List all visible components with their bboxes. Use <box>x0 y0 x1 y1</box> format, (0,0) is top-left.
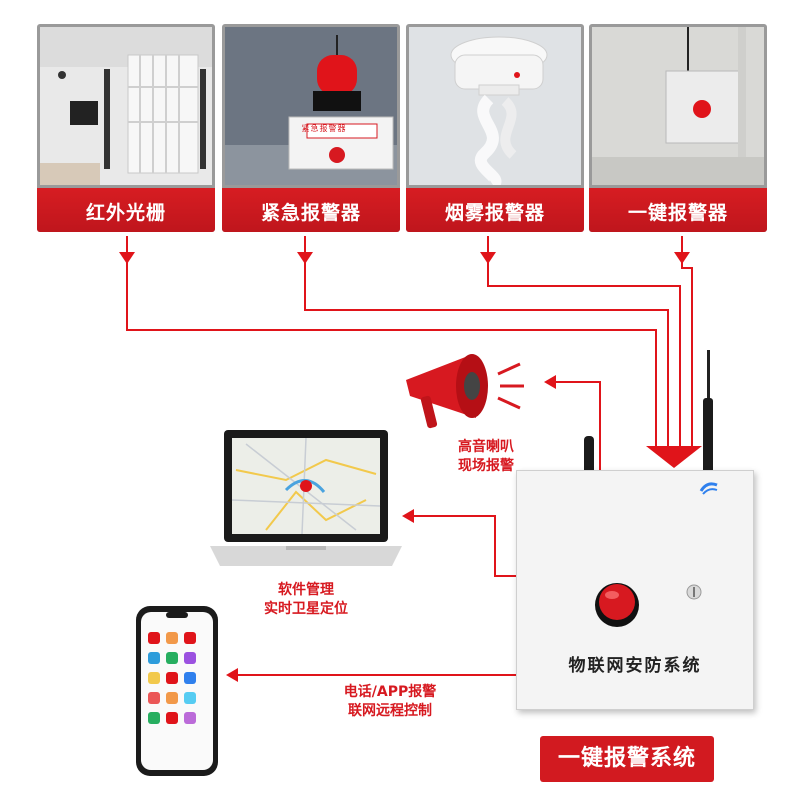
alarm-plate-text: 紧急报警器 <box>301 124 347 133</box>
sensor-panel-infrared-grating: 红外光栅 <box>37 24 215 232</box>
sensor-label: 烟雾报警器 <box>444 202 545 224</box>
sensor-label: 紧急报警器 <box>260 202 361 224</box>
smoke-alarm-photo <box>409 27 581 185</box>
one-key-alarm-photo <box>592 27 764 185</box>
phone-caption-line2: 联网远程控制 <box>348 703 432 719</box>
sensor-label-band: 红外光栅 <box>37 188 215 232</box>
megaphone-icon <box>406 354 524 429</box>
laptop-caption: 软件管理 实时卫星定位 <box>246 581 366 619</box>
alarm-button <box>595 583 639 627</box>
security-system-device: 物联网安防系统 <box>516 470 754 710</box>
sensor-panel-smoke-alarm: 烟雾报警器 <box>406 24 584 232</box>
laptop-caption-line2: 实时卫星定位 <box>264 601 348 617</box>
device-title: 物联网安防系统 <box>568 656 702 676</box>
emergency-alarm-photo <box>225 27 397 185</box>
sensor-label: 一键报警器 <box>627 202 728 224</box>
horn-caption: 高音喇叭 现场报警 <box>430 438 542 476</box>
infrared-grating-photo <box>40 27 212 185</box>
horn-caption-line1: 高音喇叭 <box>458 439 514 455</box>
sensor-label: 红外光栅 <box>85 202 166 224</box>
sensor-panel-one-key-alarm: 一键报警器 <box>589 24 767 232</box>
sensor-panel-emergency-alarm: 紧急报警器 紧急报警器 <box>222 24 400 232</box>
antenna-right-whip <box>707 350 710 440</box>
lock-icon <box>686 584 702 600</box>
antenna-left <box>584 436 594 474</box>
laptop-icon <box>210 430 402 566</box>
smartphone-icon <box>136 606 218 776</box>
phone-caption: 电话/APP报警 联网远程控制 <box>330 683 450 721</box>
sensor-label-band: 一键报警器 <box>589 188 767 232</box>
laptop-caption-line1: 软件管理 <box>278 582 334 598</box>
sensor-label-band: 烟雾报警器 <box>406 188 584 232</box>
phone-caption-line1: 电话/APP报警 <box>343 684 437 700</box>
antenna-right <box>703 398 713 474</box>
brand-logo-icon <box>699 482 718 495</box>
system-title-banner: 一键报警系统 <box>540 736 714 782</box>
sensor-label-band: 紧急报警器 <box>222 188 400 232</box>
horn-caption-line2: 现场报警 <box>458 458 514 474</box>
